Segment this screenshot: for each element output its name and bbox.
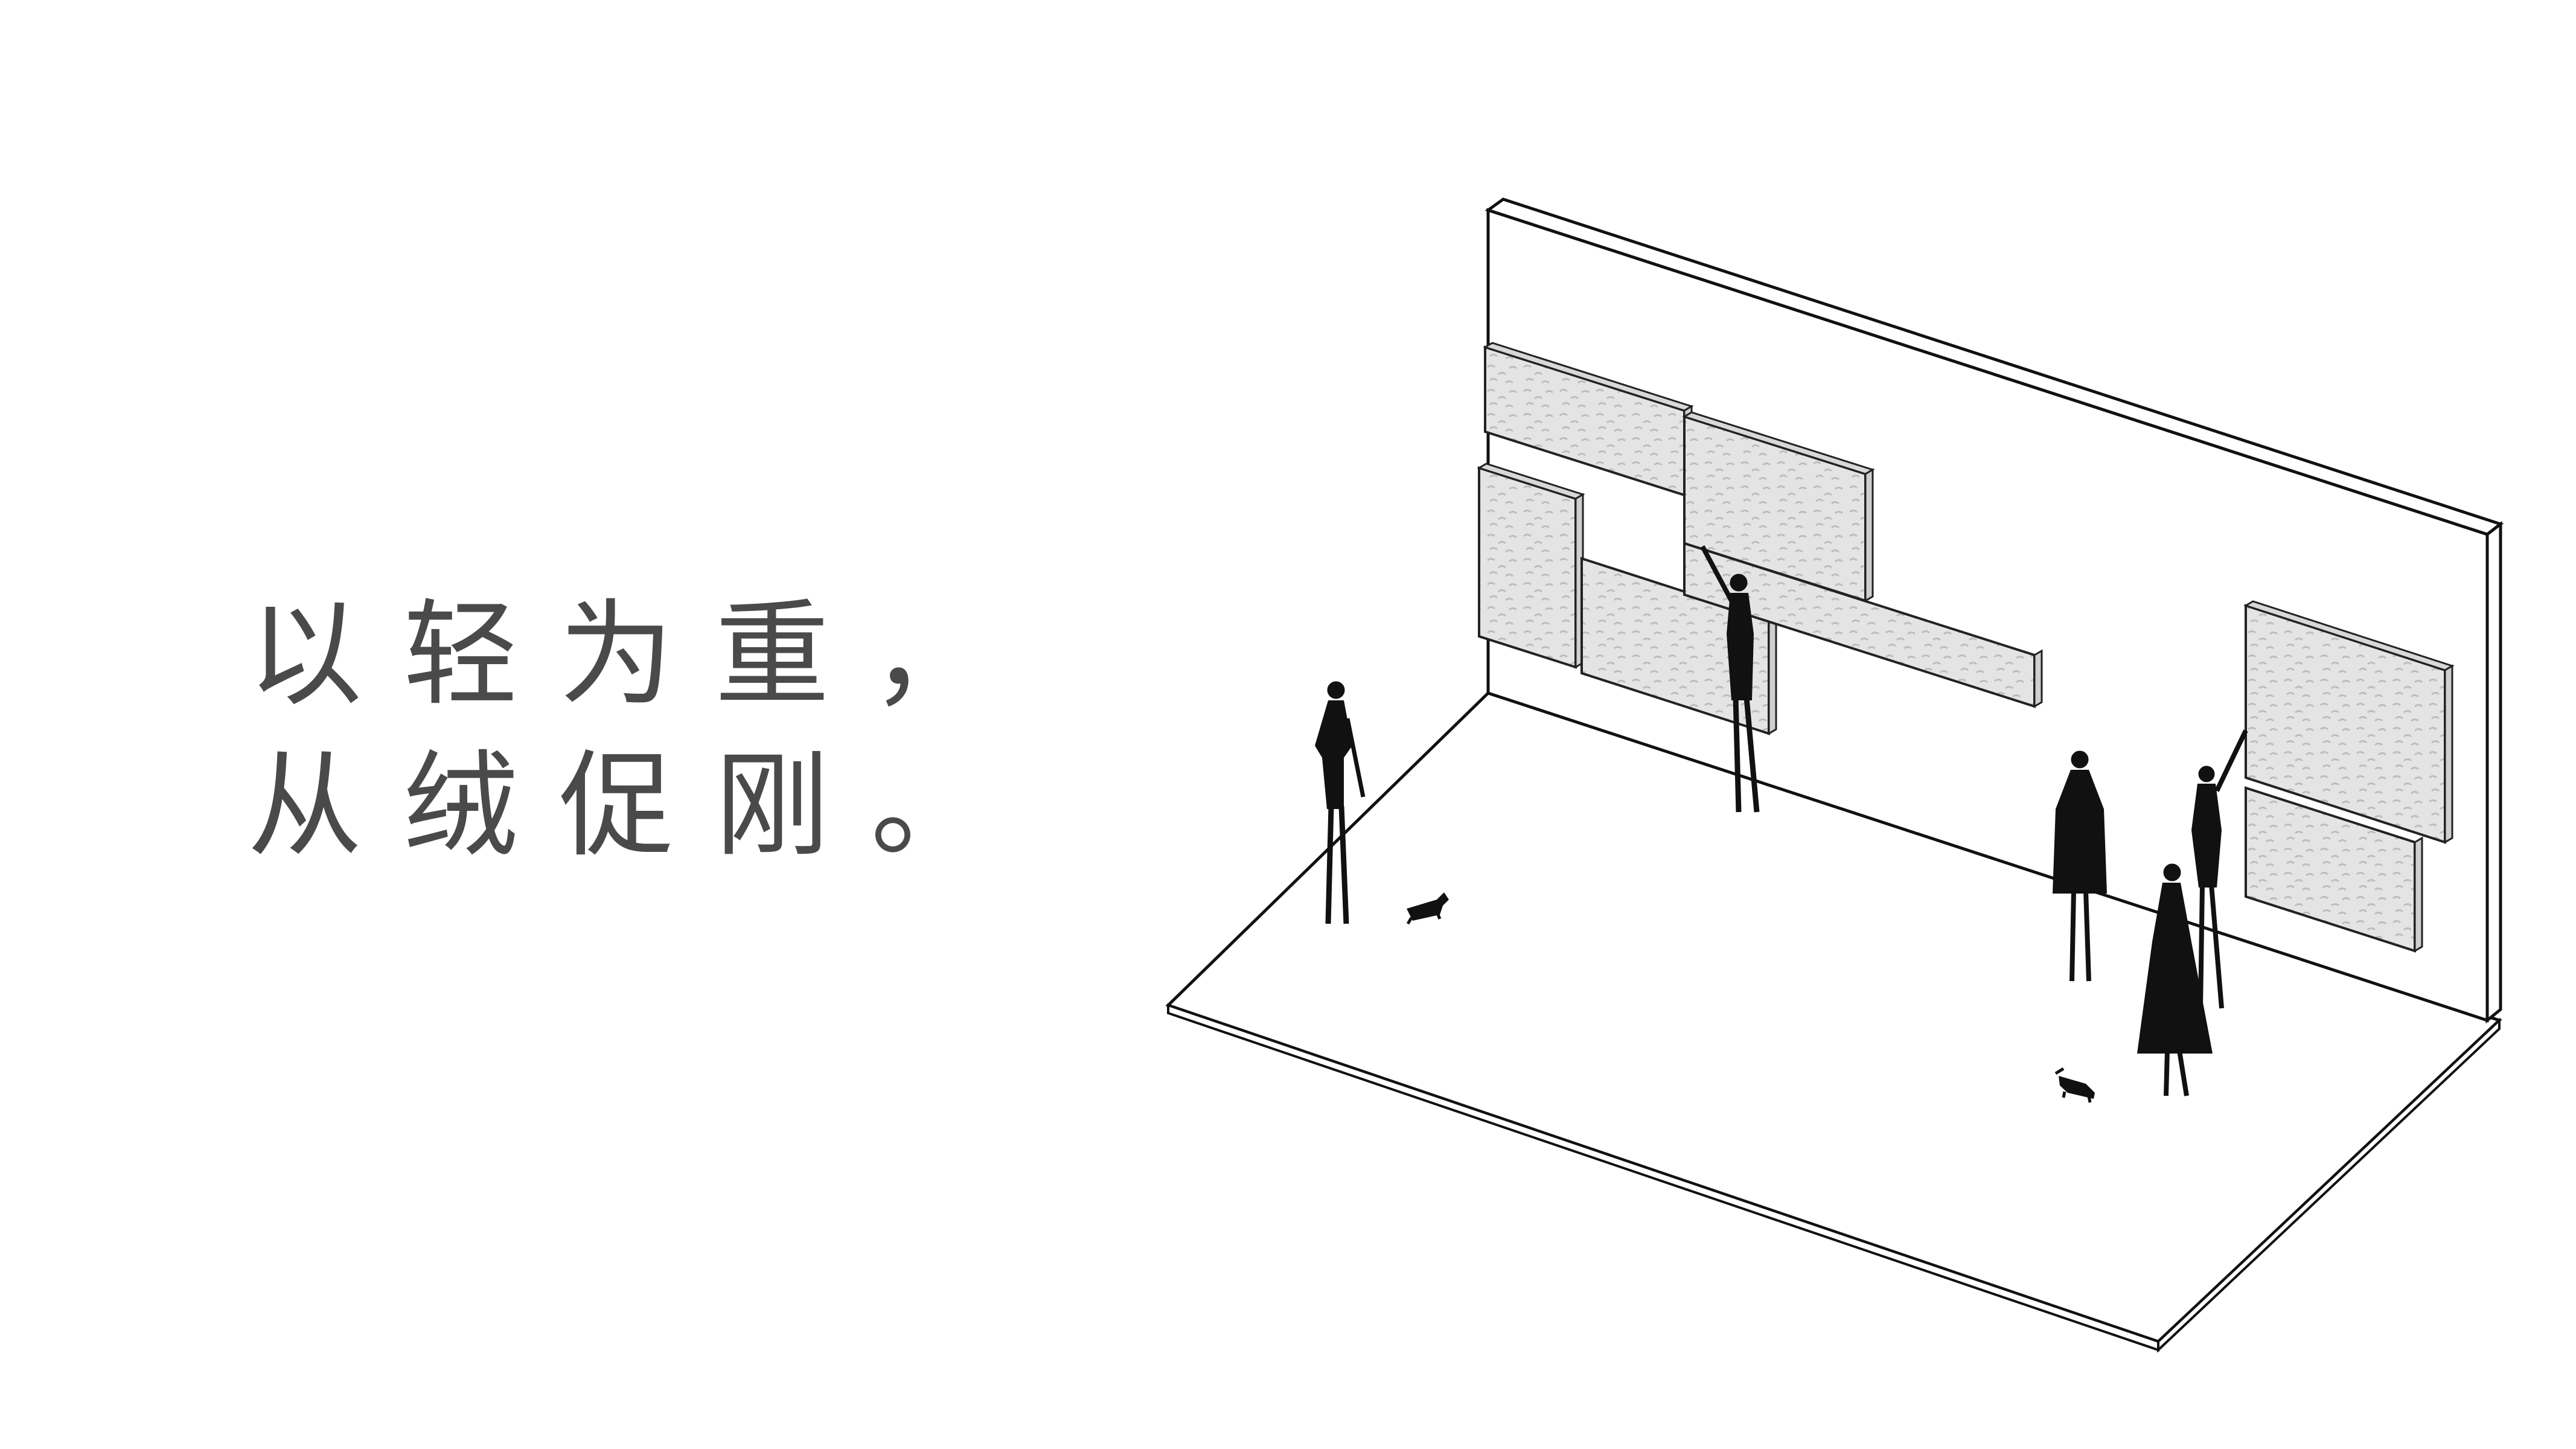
person-silhouette bbox=[1700, 545, 1760, 813]
felt-panel bbox=[2243, 600, 2455, 844]
person-silhouette bbox=[2191, 729, 2248, 1009]
dogs bbox=[1406, 892, 2095, 1103]
person-silhouette bbox=[2137, 863, 2213, 1096]
caption-line-1: 以轻为重， bbox=[248, 588, 1027, 721]
person-silhouette bbox=[2053, 750, 2107, 982]
felt-panels bbox=[1477, 342, 2455, 953]
felt-panel bbox=[1683, 542, 2043, 708]
felt-panel bbox=[2245, 786, 2423, 953]
dog-silhouette bbox=[2054, 1067, 2095, 1103]
person-silhouette bbox=[1315, 681, 1366, 924]
floor bbox=[1165, 691, 2502, 1353]
felt-panel bbox=[1682, 411, 1875, 603]
caption-line-2: 从绒促刚。 bbox=[248, 739, 1027, 872]
felt-panel bbox=[1477, 462, 1585, 669]
caption: 以轻为重， 从绒促刚。 bbox=[248, 580, 1026, 881]
people bbox=[1315, 545, 2248, 1096]
dog-silhouette bbox=[1406, 892, 1449, 925]
